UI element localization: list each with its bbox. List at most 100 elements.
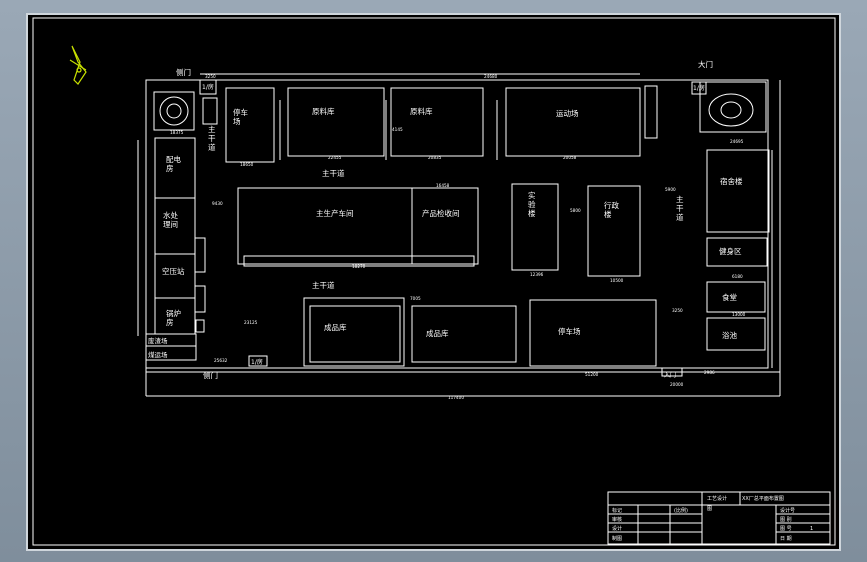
label-coal-yard: 煤运场 — [148, 350, 168, 359]
title-block — [607, 491, 831, 545]
tb-row-3: 制图 — [612, 535, 622, 542]
entrance-mark — [661, 367, 683, 377]
dim-text: 3250 — [205, 74, 216, 79]
label-left-road: 主干道 — [208, 124, 216, 152]
booth-label: 1/房 — [202, 83, 214, 91]
guard-booth-top-right — [691, 81, 707, 95]
dim-text: 16458 — [436, 183, 450, 188]
dim-text: 24695 — [730, 139, 744, 144]
dim-text: 4145 — [392, 127, 403, 132]
dim-text: 13000 — [732, 312, 746, 317]
dim-text: 18270 — [352, 264, 366, 269]
tb-row-2: 设计 — [612, 525, 622, 532]
sports-field — [505, 87, 641, 157]
raw-store-2 — [390, 87, 484, 157]
dim-text: 5900 — [665, 187, 676, 192]
dim-text: 20000 — [670, 382, 684, 387]
guard-booth-top-left — [199, 79, 217, 95]
dim-text: 12396 — [530, 272, 544, 277]
gym — [706, 237, 768, 267]
dim-text: 23125 — [244, 320, 258, 325]
label-water-treatment: 水处理间 — [163, 210, 178, 229]
booth-label: 1/房 — [251, 358, 263, 366]
lab-building — [511, 183, 559, 271]
dim-text: 22455 — [328, 155, 342, 160]
dormitory — [706, 149, 770, 233]
sheet-border — [32, 17, 836, 546]
label-boiler: 锅炉房 — [166, 308, 181, 327]
label-parking-top: 停车场 — [233, 107, 248, 126]
label-bath: 浴池 — [722, 330, 737, 340]
main-workshop — [237, 187, 479, 265]
tb-drawing-name: XX厂总平面布置图 — [742, 495, 784, 502]
tb-sheet-no: 1 — [810, 526, 813, 532]
dim-text: 20058 — [563, 155, 577, 160]
fountain-outer — [708, 93, 754, 127]
parking-bottom — [529, 299, 657, 367]
label-product-store-2: 成品库 — [426, 328, 449, 338]
water-tower-outer — [159, 96, 189, 126]
tb-scale: (比例) — [674, 507, 688, 514]
guard-booth-bottom — [248, 355, 268, 367]
label-air-station: 空压站 — [162, 266, 185, 276]
gate-entrance: 入门 — [664, 371, 676, 379]
gate-side-bottom: 侧门 — [203, 370, 218, 380]
road-label-bottom: 主干道 — [312, 280, 335, 290]
product-store-1 — [303, 297, 405, 367]
road-label-top: 主干道 — [322, 168, 345, 178]
tb-project: 工艺设计 — [707, 495, 727, 502]
tb-sheet-label: 图 — [707, 506, 712, 512]
dim-text: 5800 — [570, 208, 581, 213]
tb-right-1: 图 别 — [780, 516, 792, 523]
label-main-workshop: 主生产车间 — [316, 208, 354, 218]
label-lab: 实验楼 — [528, 190, 536, 218]
water-tower-frame — [153, 91, 195, 131]
label-office: 行政楼 — [604, 200, 619, 219]
label-waste-yard: 废渣场 — [148, 336, 168, 345]
label-inspection: 产品检收间 — [422, 208, 460, 218]
dim-text: 117400 — [448, 395, 464, 400]
raw-store-1 — [287, 87, 385, 157]
wall-segment — [202, 97, 218, 125]
label-sports-field: 运动场 — [556, 108, 579, 118]
tb-row-0: 标记 — [612, 507, 622, 514]
dim-text: 2986 — [704, 370, 715, 375]
label-parking-bottom: 停车场 — [558, 326, 581, 336]
dim-text: 24680 — [484, 74, 498, 79]
booth-label: 1/房 — [693, 84, 705, 92]
label-power-room: 配电房 — [166, 154, 181, 173]
wall-segment — [644, 85, 658, 139]
dim-text: 51200 — [585, 372, 599, 377]
fountain-frame — [699, 81, 767, 133]
dim-text: 18375 — [170, 130, 184, 135]
dim-text: 20835 — [428, 155, 442, 160]
label-canteen: 食堂 — [722, 292, 737, 302]
water-tower-inner — [166, 103, 182, 119]
tb-right-3: 日 期 — [780, 536, 792, 542]
coal-yard — [145, 345, 197, 361]
fountain-inner — [720, 101, 742, 119]
label-raw-store-2: 原料库 — [410, 106, 433, 116]
office-building — [587, 185, 641, 277]
parking-top — [225, 87, 275, 163]
bath — [706, 317, 766, 351]
product-store-1-inner — [309, 305, 401, 363]
tb-row-1: 审核 — [612, 516, 622, 523]
tb-right-0: 设计号 — [780, 507, 795, 514]
label-product-store-1: 成品库 — [324, 322, 347, 332]
wall-segment — [194, 285, 206, 313]
dim-text: 10500 — [610, 278, 624, 283]
wall-segment — [194, 237, 206, 273]
gate-main: 大门 — [698, 59, 713, 69]
dim-text: 9430 — [212, 201, 223, 206]
label-right-road: 主干道 — [676, 194, 684, 222]
workshop-dim-band — [243, 255, 475, 267]
dim-text: 3250 — [672, 308, 683, 313]
label-raw-store-1: 原料库 — [312, 106, 335, 116]
dim-text: 6180 — [732, 274, 743, 279]
ucs-icon — [69, 45, 87, 85]
canteen — [706, 281, 766, 313]
wall-segment — [195, 319, 205, 333]
dim-text: 18650 — [240, 162, 254, 167]
